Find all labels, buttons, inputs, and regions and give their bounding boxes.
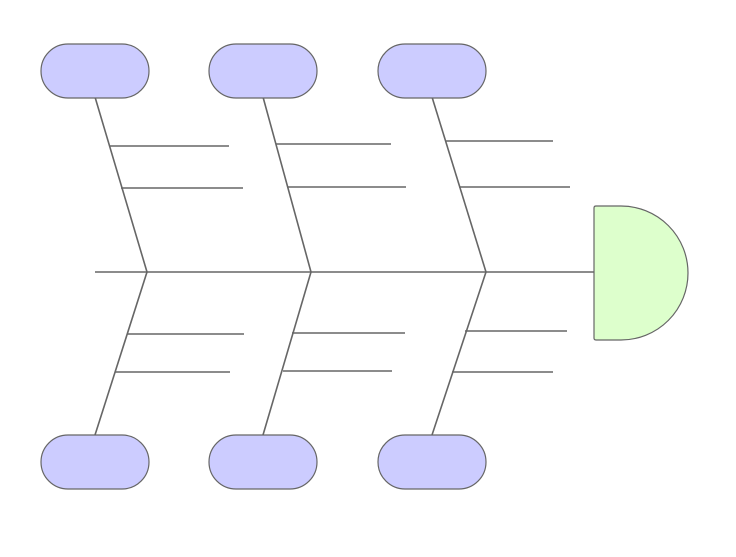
bone-bottom-1 (94, 271, 148, 436)
bone-bottom-3 (431, 271, 487, 436)
cause-shape-bottom-2 (208, 434, 318, 490)
cause-shape-top-2 (208, 43, 318, 99)
effect-head[interactable] (593, 205, 689, 341)
cause-shape-top-1 (40, 43, 150, 99)
cause-box-bottom-3[interactable] (377, 434, 487, 490)
cause-box-top-2[interactable] (208, 43, 318, 99)
cause-shape-bottom-3 (377, 434, 487, 490)
cause-box-top-3[interactable] (377, 43, 487, 99)
cause-shape-bottom-1 (40, 434, 150, 490)
cause-box-bottom-2[interactable] (208, 434, 318, 490)
bone-bottom-2 (262, 271, 312, 436)
bone-top-1 (94, 96, 148, 273)
cause-box-top-1[interactable] (40, 43, 150, 99)
bone-top-2 (262, 96, 312, 273)
cause-box-bottom-1[interactable] (40, 434, 150, 490)
cause-shape-top-3 (377, 43, 487, 99)
bone-top-3 (431, 96, 487, 273)
effect-head-shape (593, 205, 689, 341)
